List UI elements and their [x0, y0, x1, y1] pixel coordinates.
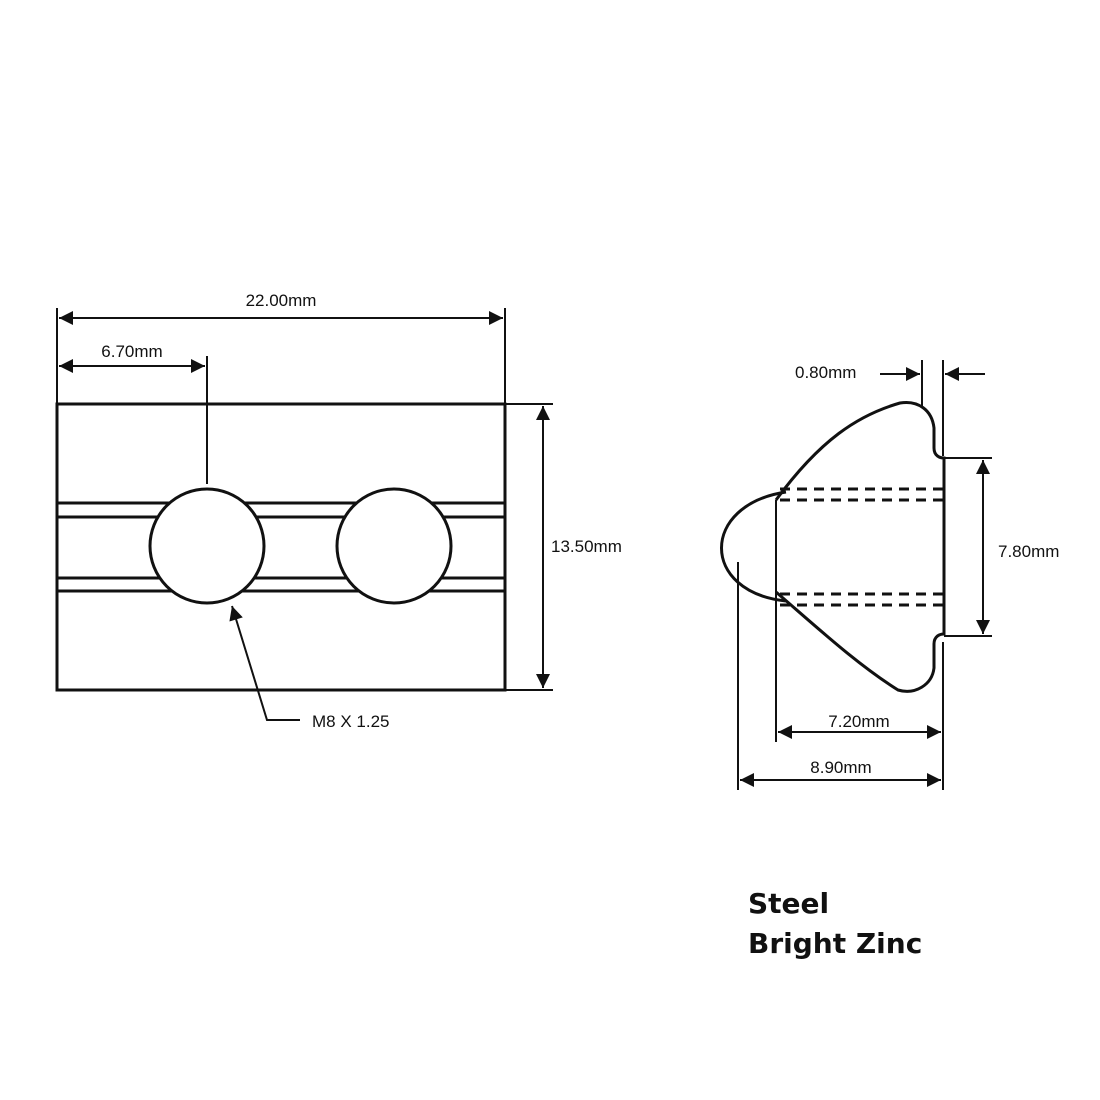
height-label: 13.50mm: [551, 537, 622, 556]
hole-offset-label: 6.70mm: [101, 342, 162, 361]
side-view: 0.80mm 7.80mm 7.20mm 8.90mm: [720, 360, 1059, 790]
front-view: 22.00mm 6.70mm 13.50mm M8 X 1.25: [55, 291, 622, 731]
lip-label: 0.80mm: [795, 363, 856, 382]
thread-leader-line: [229, 605, 300, 721]
threaded-hole-left: [148, 487, 266, 605]
body-depth-label: 7.20mm: [828, 712, 889, 731]
thread-label: M8 X 1.25: [312, 712, 390, 731]
nut-body-outline: [55, 402, 507, 692]
material-finish: Bright Zinc: [748, 927, 923, 960]
width-label: 22.00mm: [246, 291, 317, 310]
dome-profile: [720, 490, 787, 603]
body-profile: [774, 400, 946, 693]
overall-depth-label: 8.90mm: [810, 758, 871, 777]
threaded-hole-right: [335, 487, 453, 605]
bore-label: 7.80mm: [998, 542, 1059, 561]
material-name: Steel: [748, 887, 830, 920]
